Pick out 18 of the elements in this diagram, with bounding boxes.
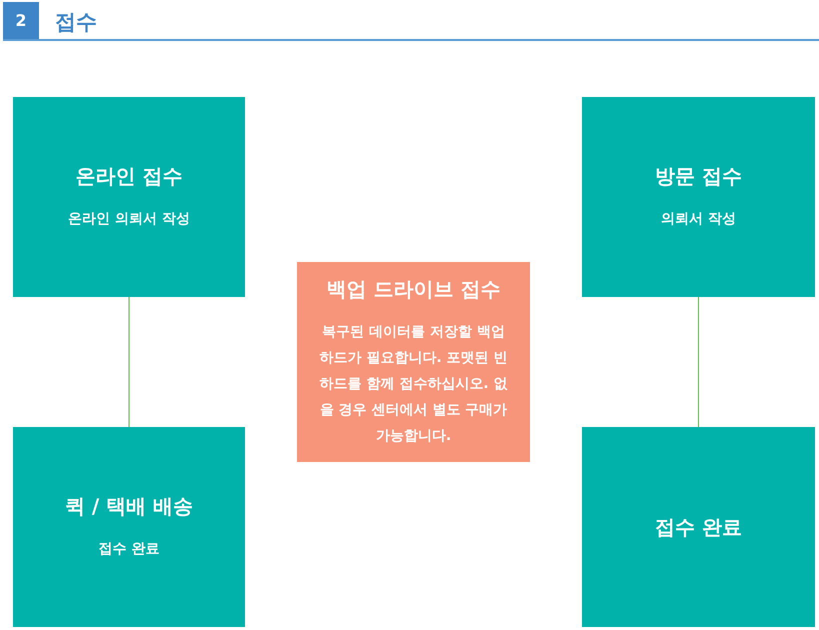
step-title: 퀵 / 택배 배송	[64, 492, 194, 520]
step-title: 백업 드라이브 접수	[326, 276, 500, 302]
connector-line	[698, 296, 699, 428]
step-description: 복구된 데이터를 저장할 백업 하드가 필요합니다. 포맷된 빈 하드를 함께 접수하십시오. 없을 경우 센터에서 별도 구매가 가능합니다.	[318, 322, 508, 446]
section-title: 접수	[55, 9, 97, 36]
step-box	[13, 97, 245, 297]
step-box	[13, 427, 245, 627]
step-box	[582, 97, 815, 297]
step-title: 온라인 접수	[76, 162, 182, 190]
step-title: 방문 접수	[655, 162, 742, 190]
connector-line	[128, 296, 130, 428]
section-number: 2	[3, 2, 39, 39]
step-description: 접수 완료	[98, 540, 160, 558]
step-box	[582, 427, 815, 627]
step-description: 온라인 의뢰서 작성	[68, 210, 190, 228]
step-box	[297, 262, 530, 462]
step-description: 의뢰서 작성	[661, 210, 736, 228]
step-title: 접수 완료	[655, 514, 742, 540]
